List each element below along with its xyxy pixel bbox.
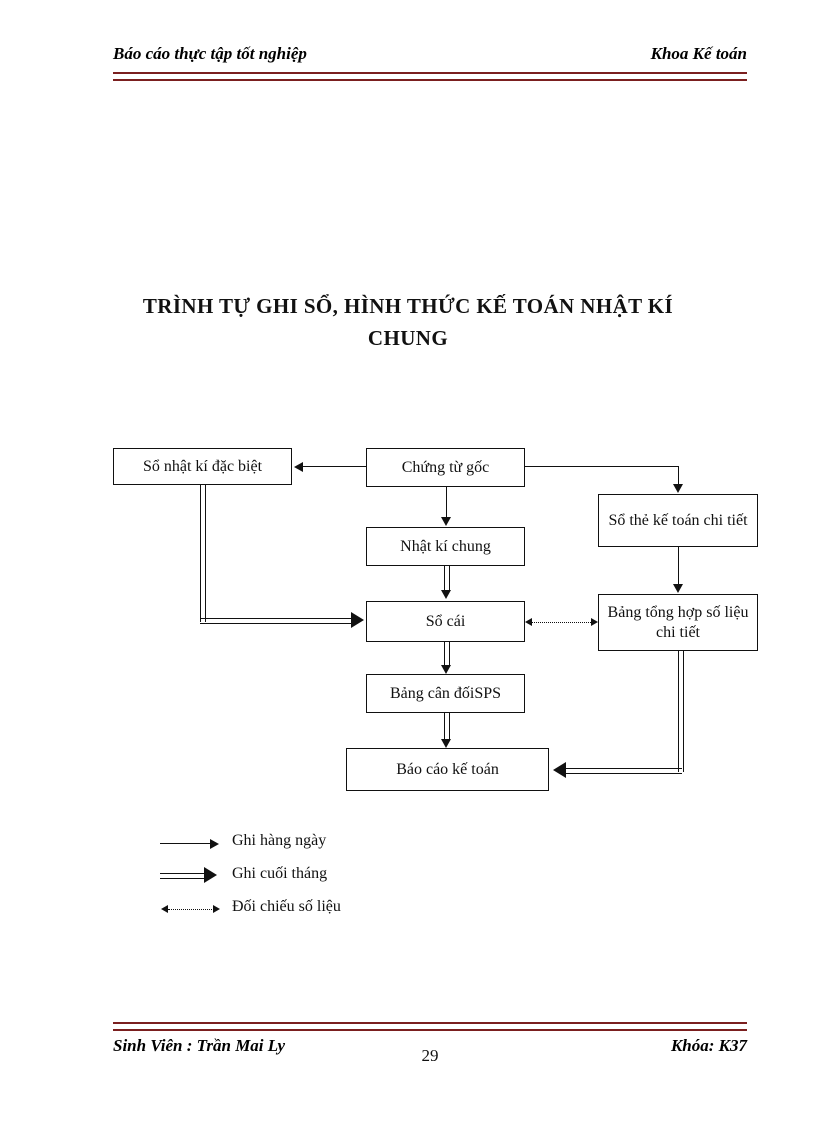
node-so-nhat-ki-dac-biet[interactable]: Sổ nhật kí đặc biệt [113, 448, 292, 485]
legend-compare-label: Đối chiếu số liệu [232, 898, 341, 915]
edge-chungtu-sothe-v [678, 466, 679, 485]
legend-compare-arrow-icon [160, 898, 228, 920]
edge-chungtu-sonhatki-arrow [294, 462, 303, 472]
page-footer: Sinh Viên : Trần Mai Ly Khóa: K37 29 [113, 1036, 747, 1065]
edge-chungtu-sothe-h [525, 466, 679, 467]
footer-right-text: Khóa: K37 [670, 1036, 747, 1055]
edge-socai-bangtong-arrow-right [591, 618, 598, 626]
edge-socai-bangcan-arrow [441, 665, 451, 674]
legend-item-daily: Ghi hàng ngày [160, 832, 490, 865]
header-right-text: Khoa Kế toán [650, 44, 747, 63]
edge-sonhatki-socai-v [200, 485, 206, 622]
node-chung-tu-goc[interactable]: Chứng từ gốc [366, 448, 525, 487]
edge-chungtu-sonhatki-line [303, 466, 366, 467]
page-title: TRÌNH TỰ GHI SỔ, HÌNH THỨC KẾ TOÁN NHẬT … [142, 294, 674, 350]
footer-rule [113, 1022, 747, 1031]
edge-socai-bangtong-dotted [532, 622, 591, 623]
legend: Ghi hàng ngày Ghi cuối tháng Đối chiếu s… [160, 832, 490, 931]
legend-daily-arrow-icon [160, 832, 228, 854]
legend-monthly-arrow-icon [160, 865, 228, 887]
node-so-cai[interactable]: Sổ cái [366, 601, 525, 642]
edge-chungtu-sothe-arrow [673, 484, 683, 493]
edge-sothe-bangtong-line [678, 547, 679, 585]
edge-nhatki-socai-line [444, 566, 450, 591]
edge-sonhatki-socai-arrow [351, 612, 364, 628]
edge-chungtu-nhatki-arrow [441, 517, 451, 526]
header-left-text: Báo cáo thực tập tốt nghiệp [113, 44, 307, 63]
edge-bangtong-baocao-arrow [553, 762, 566, 778]
node-bang-can-doi-sps[interactable]: Bảng cân đốiSPS [366, 674, 525, 713]
edge-socai-bangcan-line [444, 642, 450, 666]
edge-chungtu-nhatki-line [446, 487, 447, 518]
edge-bangcan-baocao-arrow [441, 739, 451, 748]
legend-monthly-label: Ghi cuối tháng [232, 865, 328, 882]
page-header: Báo cáo thực tập tốt nghiệp Khoa Kế toán [113, 44, 747, 72]
legend-item-compare: Đối chiếu số liệu [160, 898, 490, 931]
footer-left-text: Sinh Viên : Trần Mai Ly [113, 1036, 286, 1055]
edge-bangtong-baocao-h [566, 768, 682, 774]
node-bao-cao-ke-toan[interactable]: Báo cáo kế toán [346, 748, 549, 791]
edge-bangcan-baocao-line [444, 713, 450, 741]
node-so-the-ke-toan-chi-tiet[interactable]: Sổ thẻ kế toán chi tiết [598, 494, 758, 547]
legend-item-monthly: Ghi cuối tháng [160, 865, 490, 898]
edge-nhatki-socai-arrow [441, 590, 451, 599]
legend-daily-label: Ghi hàng ngày [232, 832, 327, 849]
page-number: 29 [421, 1046, 439, 1065]
node-bang-tong-hop-so-lieu-chi-tiet[interactable]: Bảng tổng hợp số liệu chi tiết [598, 594, 758, 651]
header-rule [113, 72, 747, 81]
edge-socai-bangtong-arrow-left [525, 618, 532, 626]
edge-sonhatki-socai-h [200, 618, 352, 624]
edge-sothe-bangtong-arrow [673, 584, 683, 593]
node-nhat-ki-chung[interactable]: Nhật kí chung [366, 527, 525, 566]
edge-bangtong-baocao-v [678, 651, 684, 772]
